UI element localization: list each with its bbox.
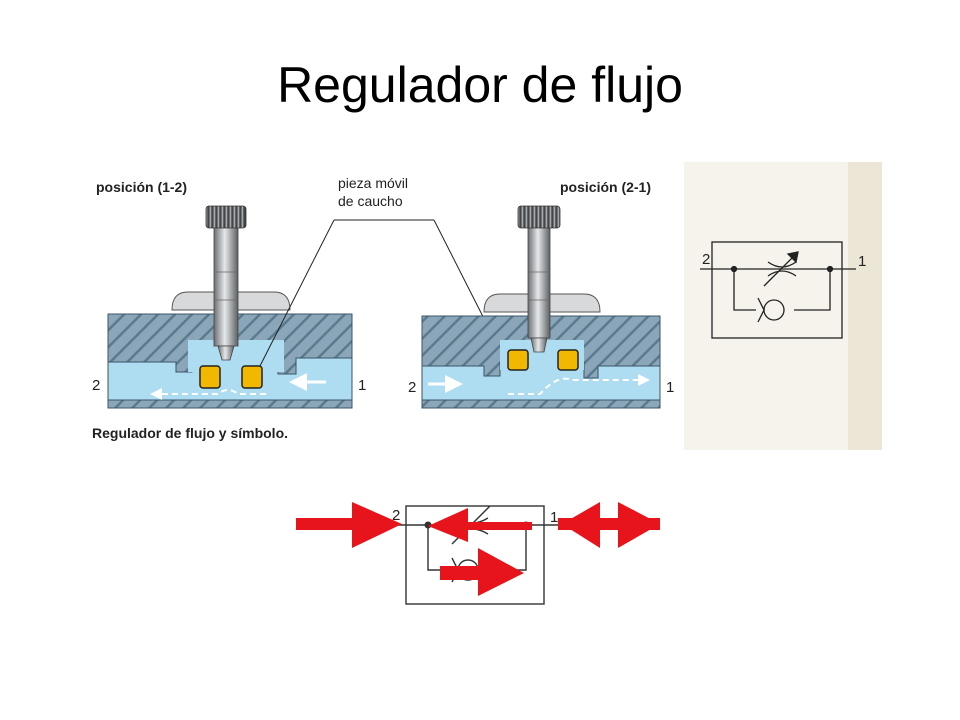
red-arrow-right-pair: [558, 502, 660, 548]
flow-regulator-symbol-large: 2 1: [292, 496, 664, 616]
figure-caption: Regulador de flujo y símbolo.: [92, 425, 288, 441]
flow-regulator-illustration: posición (1-2) 2 1 Regulador de flu: [88, 162, 882, 450]
symbol-large-port-1: 1: [550, 509, 558, 526]
label-position-2-1: posición (2-1): [560, 179, 651, 195]
symbol-frame: [405, 505, 545, 605]
red-arrow-check-valve-rightward: [440, 548, 524, 596]
symbol-small-port-1: 1: [858, 253, 866, 270]
red-arrow-left-inbound: [296, 502, 402, 548]
right-cutaway-view: posición (2-1) 2 1: [408, 179, 674, 409]
flow-regulator-symbol-small: 2 1: [700, 241, 866, 339]
label-position-1-2: posición (1-2): [96, 179, 187, 195]
left-port-2: 2: [92, 377, 100, 394]
slide-title: Regulador de flujo: [277, 57, 683, 113]
right-port-2: 2: [408, 379, 416, 396]
symbol-small-port-2: 2: [702, 251, 710, 268]
callout-line-1: pieza móvil: [338, 175, 408, 191]
rubber-part-callout: pieza móvil de caucho: [259, 175, 509, 367]
left-cutaway-view: posición (1-2) 2 1 Regulador de flu: [92, 179, 366, 441]
callout-line-2: de caucho: [338, 193, 403, 209]
left-port-1: 1: [358, 377, 366, 394]
symbol-large-port-2: 2: [392, 507, 400, 524]
right-port-1: 1: [666, 379, 674, 396]
red-arrow-throttle-leftward: [428, 508, 532, 542]
